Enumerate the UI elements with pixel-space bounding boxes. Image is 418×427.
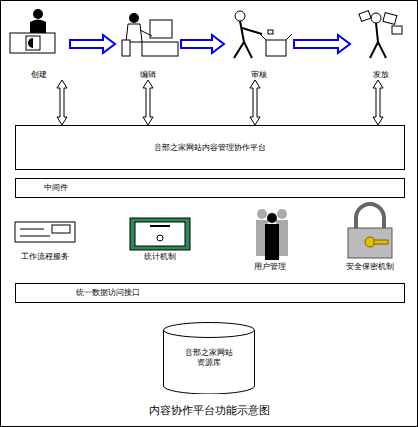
node-label: 创建 <box>31 70 47 80</box>
flow-arrow <box>181 35 224 53</box>
flow-arrow <box>294 35 350 53</box>
stage-icon-node: 编辑 <box>115 4 181 80</box>
users-icon <box>256 209 288 260</box>
review-icon <box>234 11 292 58</box>
cylinder-top <box>164 323 255 338</box>
service-icon-node: 统计机制 <box>120 204 200 262</box>
statistics-icon <box>130 218 190 250</box>
middleware-band: 中间件 <box>15 178 405 198</box>
node-label: 审核 <box>251 70 267 80</box>
link-arrow <box>57 80 67 125</box>
interface-band: 统一数据访问接口 <box>15 283 405 303</box>
node-label: 发放 <box>373 70 389 80</box>
figure-caption: 内容协作平台功能示意图 <box>0 403 418 418</box>
node-label: 用户管理 <box>254 262 286 272</box>
stage-icon-node: 发放 <box>350 4 412 80</box>
link-arrow <box>373 80 383 125</box>
node-label: 音部之家网站内容管理协作平台 <box>154 143 266 153</box>
service-icon-node: 工作流程服务 <box>5 204 85 262</box>
service-icon-node: 安全保密机制 <box>330 204 410 272</box>
cylinder-body <box>164 330 255 394</box>
node-label: 编辑 <box>140 70 156 80</box>
publish-icon <box>359 11 402 58</box>
node-label: 统一数据访问接口 <box>76 288 140 298</box>
workflow-icon <box>15 222 75 242</box>
stage-icon-node: 创建 <box>8 4 70 80</box>
stage-icon-node: 审核 <box>224 4 294 80</box>
platform-band: 音部之家网站内容管理协作平台 <box>15 125 405 170</box>
service-icon-node: 用户管理 <box>235 204 305 272</box>
link-arrow <box>250 80 260 125</box>
node-label: 音部之家网站 资源库 <box>183 348 235 368</box>
database-cylinder: 音部之家网站 资源库 <box>163 322 255 394</box>
link-arrow <box>143 80 153 125</box>
security-icon <box>348 204 392 258</box>
flow-arrow <box>70 35 115 53</box>
node-label: 工作流程服务 <box>21 252 69 262</box>
create-icon <box>10 9 55 53</box>
node-label: 安全保密机制 <box>346 262 394 272</box>
edit-icon <box>122 13 178 56</box>
node-label: 统计机制 <box>144 252 176 262</box>
node-label: 中间件 <box>44 183 68 193</box>
